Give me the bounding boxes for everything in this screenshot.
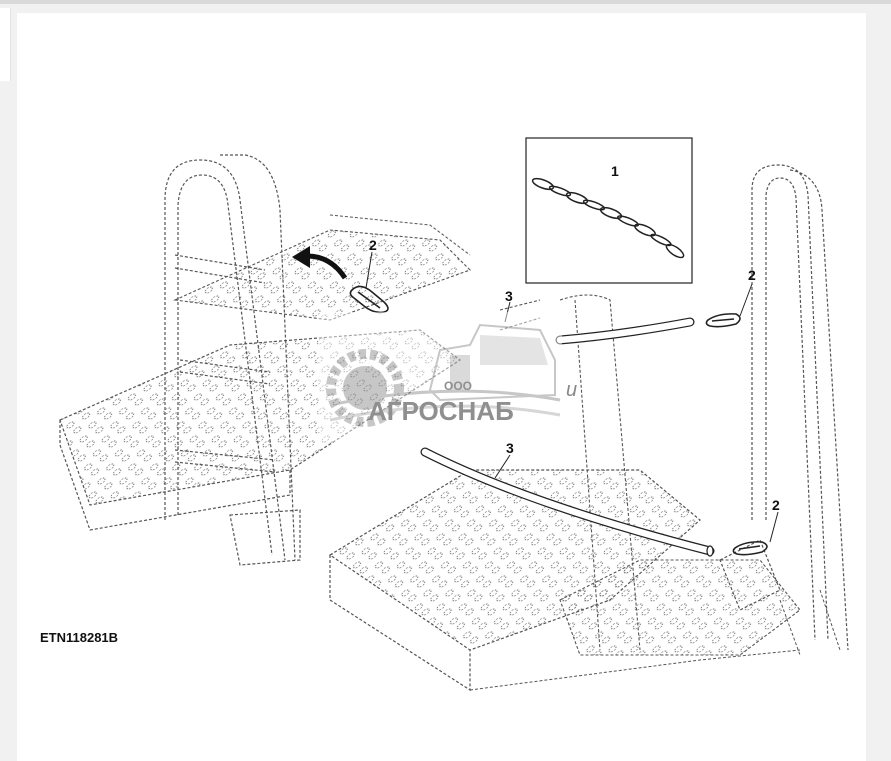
snap-hook-upper-right (705, 313, 741, 328)
watermark-prefix: ООО (444, 379, 473, 393)
callout-2-upper-left: 2 (369, 237, 377, 253)
watermark-fragment: u (566, 379, 578, 401)
removal-arrow (292, 246, 348, 280)
right-deck (328, 469, 841, 692)
callout-3-lower: 3 (506, 440, 514, 456)
right-handrail (719, 164, 849, 651)
watermark-logo (318, 312, 562, 442)
figure-id-label: ETN118281B (40, 630, 119, 645)
left-handrail (164, 154, 301, 566)
chain-upper (555, 317, 695, 345)
callout-2-lower-right: 2 (772, 497, 780, 513)
callout-2-upper-right: 2 (748, 267, 756, 283)
snap-hook-lower-right (732, 541, 768, 556)
snap-hook-upper-left (349, 285, 389, 314)
chain-lower (420, 447, 715, 557)
watermark-brand: АГРОСНАБ (368, 396, 514, 426)
side-tab (0, 8, 11, 81)
callout-3-upper: 3 (505, 288, 513, 304)
callout-1: 1 (611, 163, 619, 179)
chain-detail-inset (525, 137, 693, 284)
top-strip (0, 0, 891, 4)
